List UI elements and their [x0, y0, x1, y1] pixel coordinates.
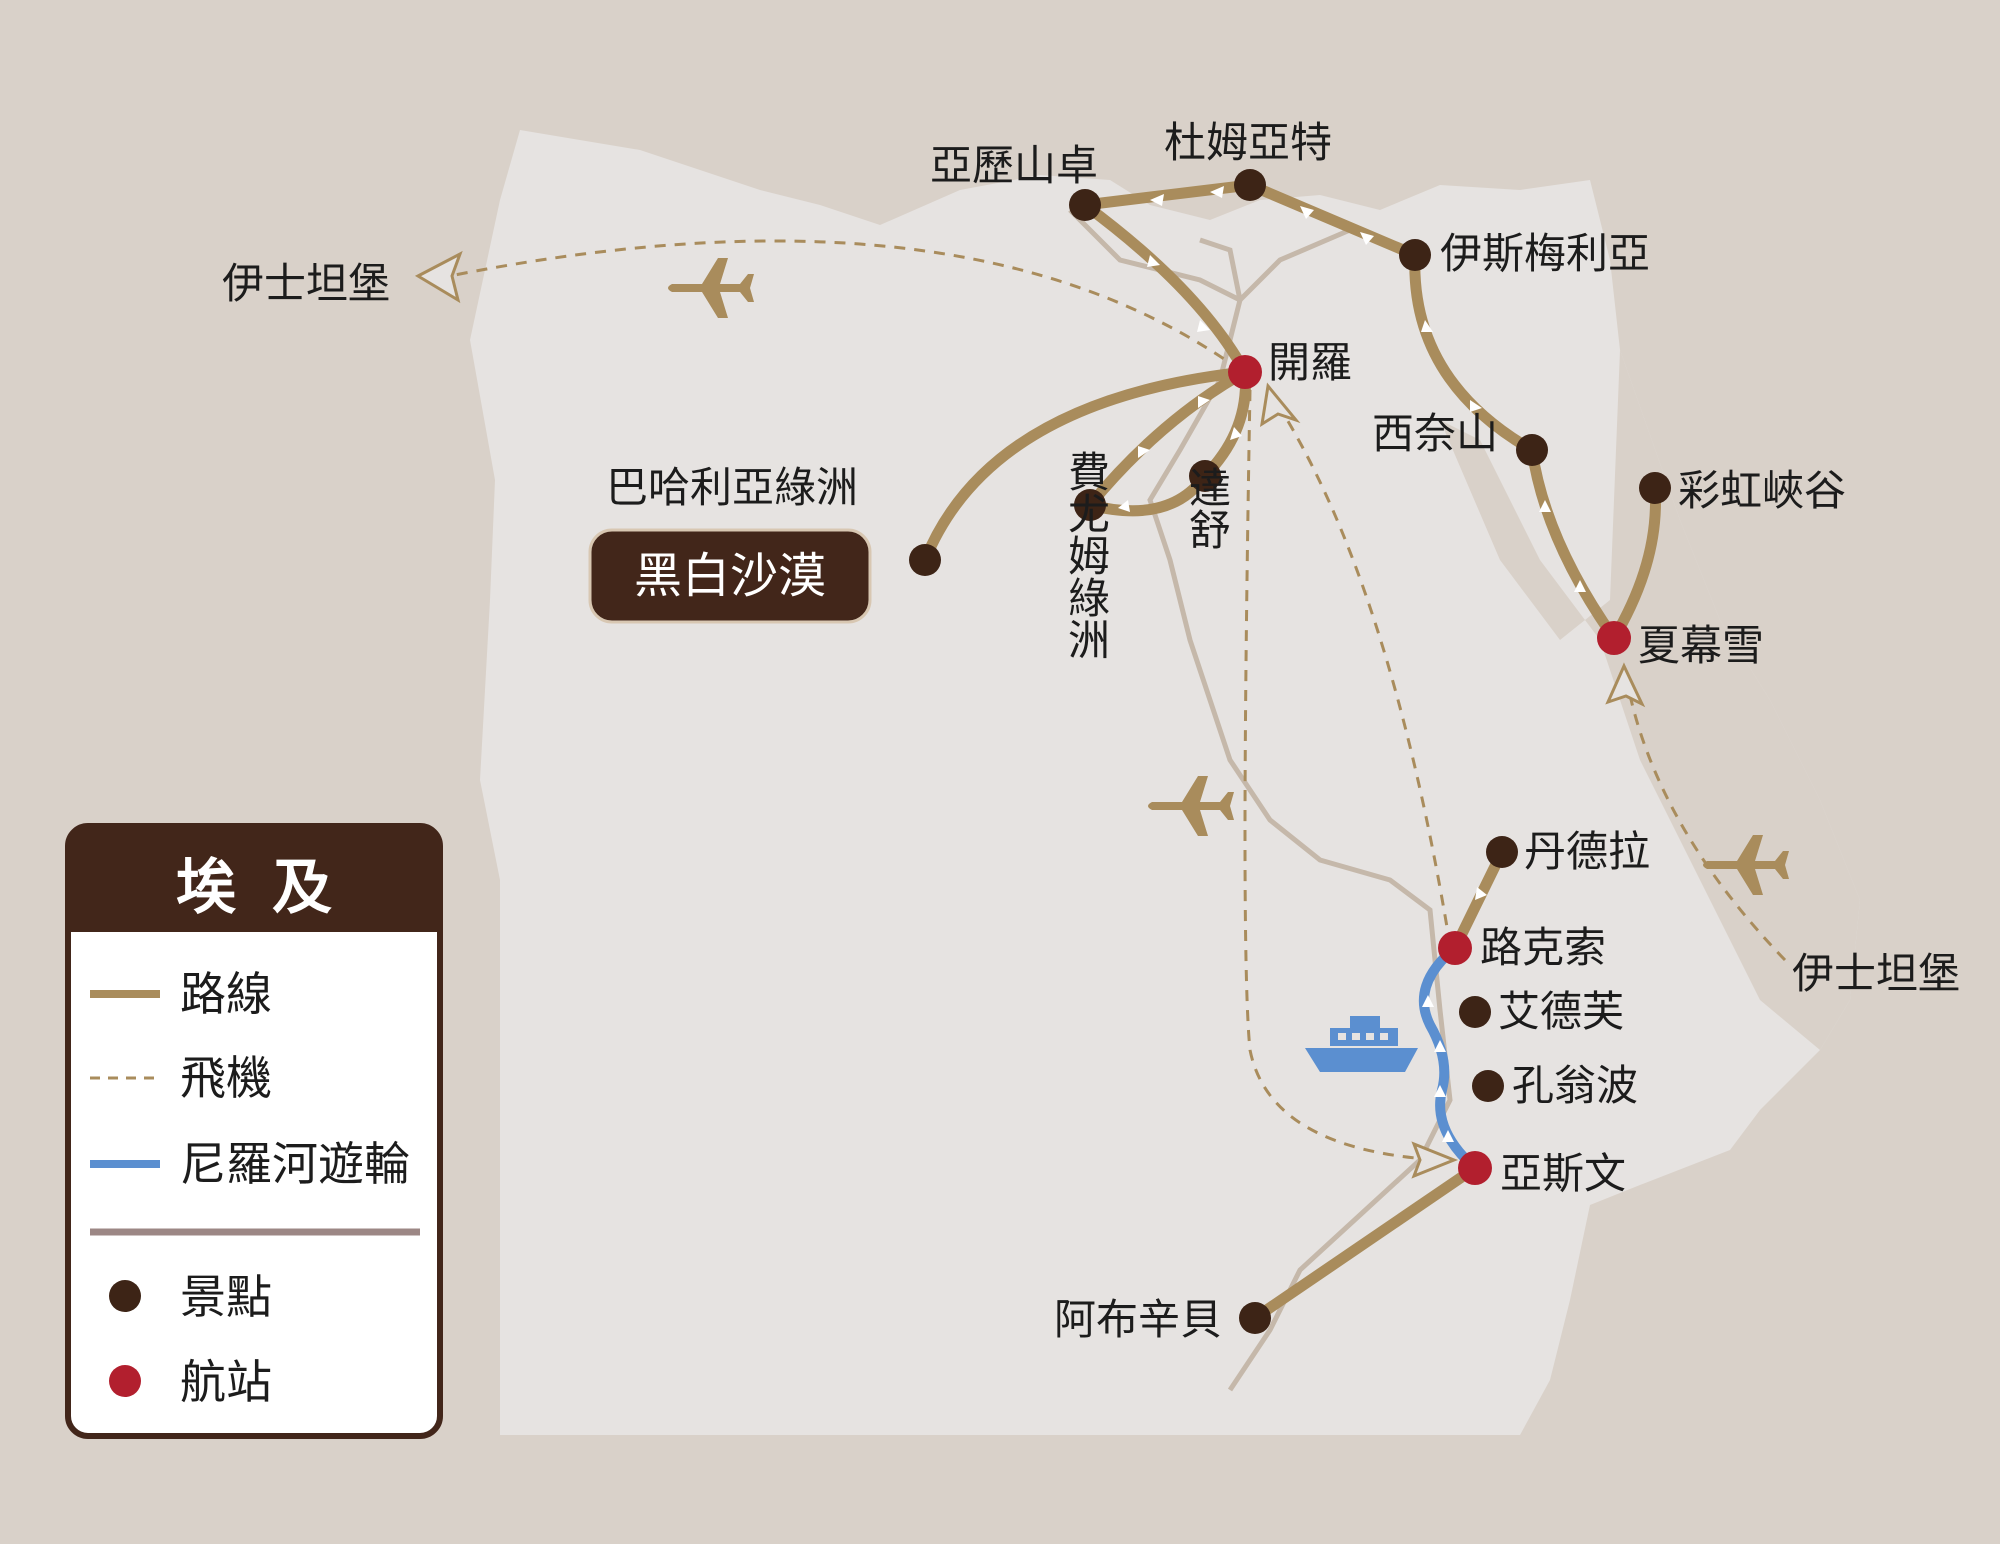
route-aswan-abusimbel: [1249, 1162, 1481, 1324]
flight-arrowheads: [414, 250, 1646, 1179]
nile-delta: [1068, 208, 1351, 303]
route-luxor-dendera: [1449, 846, 1508, 954]
airport-dot-icon: [1597, 621, 1631, 655]
legend-title: 埃及: [176, 853, 368, 923]
attraction-dot-icon: [1516, 434, 1548, 466]
label-bahariya: 巴哈利亞綠洲: [606, 463, 858, 512]
attraction-dot-icon: [1069, 189, 1101, 221]
route-sinai-sharm: [1526, 444, 1620, 644]
label-dahshur: 達舒: [1183, 466, 1232, 550]
route-cairo-fayoum: [1084, 366, 1251, 511]
label-aswan: 亞斯文: [1500, 1149, 1626, 1198]
cruise-chevrons: [1422, 995, 1454, 1142]
attraction-dot-icon: [1399, 239, 1431, 271]
airport-dot-icon: [1228, 355, 1262, 389]
airport-dot-icon: [109, 1365, 141, 1397]
route-chevrons: [1118, 186, 1586, 900]
attraction-dot-icon: [1486, 836, 1518, 868]
label-cairo: 開羅: [1268, 338, 1352, 387]
legend-route: 路線: [180, 967, 272, 1021]
airport-markers: [1228, 355, 1631, 1185]
attraction-dot-icon: [1234, 169, 1266, 201]
label-sinai: 西奈山: [1372, 409, 1498, 458]
white-desert-badge: 黑白沙漠: [588, 528, 872, 624]
route-ismailia-sinai: [1409, 249, 1538, 456]
label-white-desert: 黑白沙漠: [634, 548, 826, 604]
flight-cairo-istanbul: [429, 239, 1241, 372]
attraction-dot-icon: [1239, 1302, 1271, 1334]
label-damietta: 杜姆亞特: [1164, 118, 1332, 167]
attraction-markers: [909, 169, 1671, 1334]
legend-cruise: 尼羅河遊輪: [180, 1137, 410, 1191]
attraction-dot-icon: [1074, 489, 1106, 521]
attraction-dot-icon: [109, 1280, 141, 1312]
attraction-dot-icon: [1189, 460, 1221, 492]
cruise-ship-icon: [1305, 1016, 1418, 1072]
route-damietta-ismailia: [1244, 179, 1421, 261]
arrowhead-cairo: [1260, 382, 1301, 428]
legend-airport: 航站: [180, 1355, 272, 1409]
label-dendera: 丹德拉: [1524, 827, 1650, 876]
attraction-dot-icon: [1459, 996, 1491, 1028]
label-fayoum: 費尤姆綠洲: [1062, 450, 1111, 660]
legend-flight: 飛機: [180, 1051, 272, 1105]
label-sharm: 夏幕雪: [1638, 621, 1764, 670]
legend: 埃及 路線 飛機 尼羅河遊輪 景點 航站: [65, 823, 443, 1439]
label-ismailia: 伊斯梅利亞: [1440, 229, 1650, 278]
flight-routes: [429, 239, 1787, 1162]
attraction-dot-icon: [1472, 1070, 1504, 1102]
label-kom-ombo: 孔翁波: [1512, 1061, 1638, 1110]
arrowhead-istanbul: [414, 250, 463, 304]
label-istanbul-east: 伊士坦堡: [1792, 949, 1960, 998]
label-alexandria: 亞歷山卓: [930, 141, 1098, 190]
arrowhead-aswan: [1411, 1141, 1459, 1179]
route-cairo-whitedesert: [919, 366, 1251, 566]
route-canyon-sharm: [1608, 482, 1661, 644]
attraction-dot-icon: [909, 544, 941, 576]
egypt-land: [470, 130, 1860, 1435]
label-luxor: 路克索: [1480, 923, 1606, 972]
arrowhead-sharm: [1605, 662, 1646, 708]
legend-attraction: 景點: [180, 1270, 272, 1324]
airport-dot-icon: [1458, 1151, 1492, 1185]
route-alexandria-cairo: [1079, 199, 1251, 378]
nile-river: [1147, 237, 1453, 1392]
flight-istanbul-sharm: [1623, 669, 1787, 962]
attraction-dot-icon: [1639, 472, 1671, 504]
label-coloured-canyon: 彩虹峽谷: [1678, 466, 1846, 515]
nile-cruise-route: [1418, 943, 1480, 1173]
label-istanbul-west: 伊士坦堡: [222, 259, 390, 308]
label-edfu: 艾德芙: [1498, 987, 1624, 1036]
flight-luxor-cairo: [1273, 399, 1452, 946]
label-abu-simbel: 阿布辛貝: [1054, 1295, 1222, 1344]
airport-dot-icon: [1438, 931, 1472, 965]
